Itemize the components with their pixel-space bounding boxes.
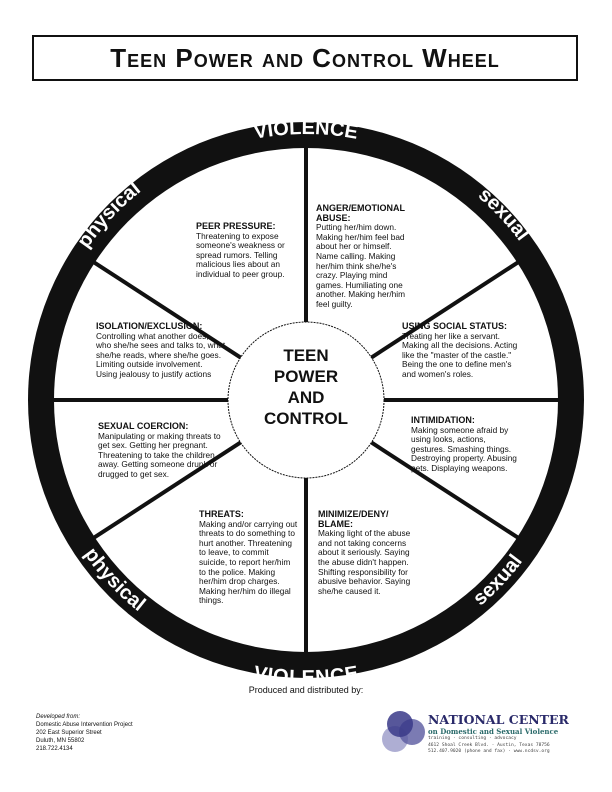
section-text: Controlling what another does, who she/h… bbox=[96, 330, 226, 379]
section-text: Putting her/him down. Making her/him fee… bbox=[316, 222, 406, 309]
produced-by: Produced and distributed by: bbox=[248, 685, 364, 695]
section-heading: ANGER/EMOTIONAL ABUSE: bbox=[316, 203, 405, 223]
section-heading: INTIMIDATION: bbox=[411, 415, 475, 425]
hub-line: POWER bbox=[273, 367, 339, 386]
section-using-social-status: USING SOCIAL STATUS:Treating her like a … bbox=[402, 321, 524, 380]
section-minimize-deny-blame: MINIMIZE/DENY/ BLAME:Making light of the… bbox=[318, 509, 422, 596]
hub-line: AND bbox=[287, 388, 325, 407]
ncdsv-logo-icon bbox=[382, 711, 425, 752]
developed-line: Duluth, MN 55802 bbox=[36, 738, 85, 744]
section-text: Making light of the abuse and not taking… bbox=[318, 528, 411, 596]
org-tagline: training · consulting · advocacy bbox=[428, 736, 517, 741]
developed-line: Domestic Abuse Intervention Project bbox=[36, 722, 133, 728]
section-intimidation: INTIMIDATION:Making someone afraid by us… bbox=[411, 415, 521, 474]
developed-from: Developed from: Domestic Abuse Intervent… bbox=[36, 713, 133, 753]
developed-line: 218.722.4134 bbox=[36, 746, 73, 752]
section-heading: PEER PRESSURE: bbox=[196, 221, 276, 231]
section-text: Threatening to expose someone's weakness… bbox=[196, 230, 285, 279]
section-heading: USING SOCIAL STATUS: bbox=[402, 321, 508, 331]
section-text: Making someone afraid by using looks, ac… bbox=[411, 424, 517, 473]
org-subtitle: on Domestic and Sexual Violence bbox=[428, 727, 559, 736]
page-title: Teen Power and Control Wheel bbox=[110, 42, 500, 73]
hub-line: CONTROL bbox=[263, 409, 349, 428]
section-text: Treating her like a servant. Making all … bbox=[402, 330, 518, 379]
section-threats: THREATS:Making and/or carrying out threa… bbox=[199, 509, 299, 606]
developed-label: Developed from: bbox=[36, 714, 81, 720]
section-heading: ISOLATION/EXCLUSION: bbox=[96, 321, 203, 331]
section-sexual-coercion: SEXUAL COERCION:Manipulating or making t… bbox=[98, 421, 226, 480]
hub-label: TEEN POWER AND CONTROL bbox=[228, 345, 384, 429]
hub-circle bbox=[227, 321, 385, 479]
org-address: 4612 Shoal Creek Blvd. · Austin, Texas 7… bbox=[428, 742, 550, 748]
section-heading: THREATS: bbox=[199, 509, 244, 519]
section-isolation-exclusion: ISOLATION/EXCLUSION:Controlling what ano… bbox=[96, 321, 226, 380]
wheel-spoke bbox=[370, 259, 521, 360]
section-anger-emotional-abuse: ANGER/EMOTIONAL ABUSE:Putting her/him do… bbox=[316, 203, 416, 310]
section-heading: MINIMIZE/DENY/ BLAME: bbox=[318, 509, 389, 529]
section-text: Making and/or carrying out threats to do… bbox=[199, 518, 298, 606]
org-name: NATIONAL CENTER bbox=[428, 712, 569, 727]
section-text: Manipulating or making threats to get se… bbox=[98, 430, 221, 479]
developed-line: 202 East Superior Street bbox=[36, 730, 102, 736]
org-contact: 512.407.9020 (phone and fax) · www.ncdsv… bbox=[428, 749, 550, 754]
wheel-spoke bbox=[91, 440, 242, 541]
title-box: Teen Power and Control Wheel bbox=[32, 35, 578, 81]
wheel-spoke bbox=[370, 440, 521, 541]
wheel-spoke bbox=[91, 259, 242, 360]
section-peer-pressure: PEER PRESSURE:Threatening to expose some… bbox=[196, 221, 302, 280]
section-heading: SEXUAL COERCION: bbox=[98, 421, 189, 431]
hub-line: TEEN bbox=[283, 346, 329, 365]
ncdsv-info: NATIONAL CENTER on Domestic and Sexual V… bbox=[428, 712, 608, 756]
